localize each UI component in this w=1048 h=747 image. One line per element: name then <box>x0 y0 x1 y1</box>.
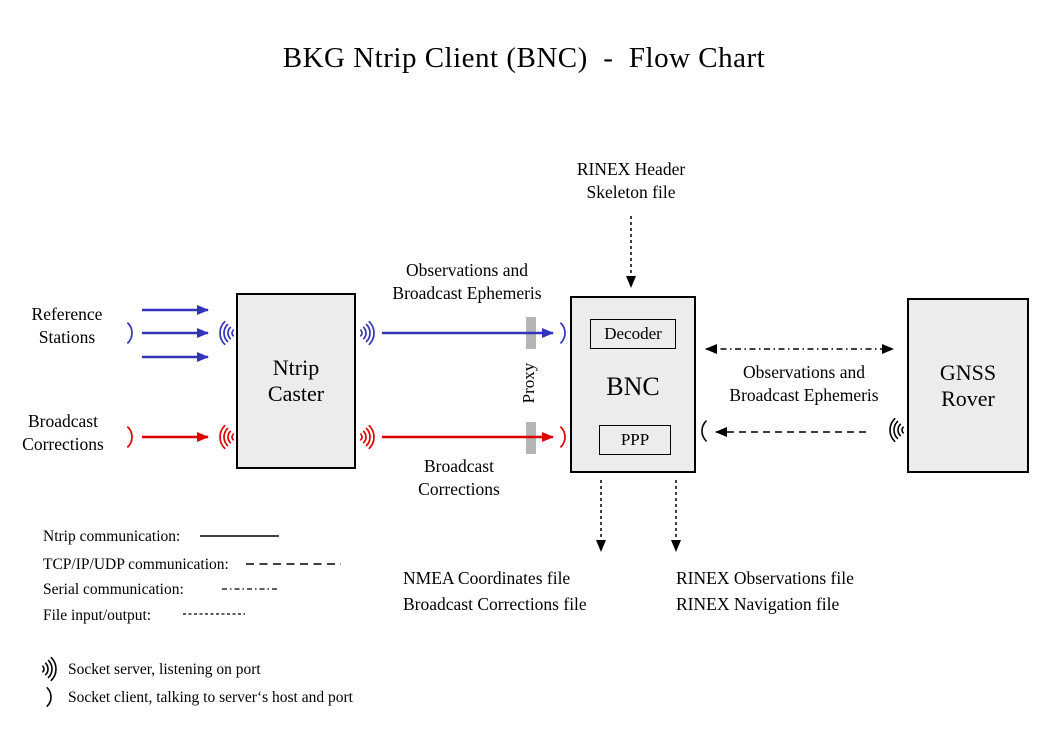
ntrip-caster-label: Ntrip Caster <box>267 355 325 406</box>
socket-server-icon-caster-right-blue <box>359 320 375 346</box>
socket-client-icon-refstations <box>127 322 133 344</box>
decoder-label: Decoder <box>604 324 662 343</box>
node-gnss-rover: GNSS Rover <box>907 298 1029 473</box>
label-rinex-header-skeleton: RINEX Header Skeleton file <box>576 159 686 202</box>
socket-client-icon-bnc-blue <box>560 322 566 344</box>
legend-item-tcp: TCP/IP/UDP communication: <box>43 556 229 573</box>
socket-client-icon-legend <box>46 687 52 707</box>
legend-item-serial: Serial communication: <box>43 581 184 598</box>
legend-item-ntrip: Ntrip communication: <box>43 528 181 545</box>
gnss-rover-label: GNSS Rover <box>939 359 997 411</box>
legend-socket-server: Socket server, listening on port <box>68 661 261 678</box>
socket-client-icon-bnc-red <box>560 426 566 448</box>
socket-server-icon-caster-right-red <box>359 424 375 450</box>
legend-socket-client: Socket client, talking to server‘s host … <box>68 689 353 706</box>
label-observations-right: Observations and Broadcast Ephemeris <box>729 362 879 405</box>
socket-server-icon-caster-left-red <box>219 424 235 450</box>
label-reference-stations: Reference Stations <box>31 304 103 347</box>
page-title: BKG Ntrip Client (BNC) - Flow Chart <box>282 42 766 74</box>
node-ppp: PPP <box>599 425 671 455</box>
label-broadcast-corrections-mid: Broadcast Corrections <box>418 456 500 499</box>
label-broadcast-corrections-left: Broadcast Corrections <box>22 411 104 454</box>
socket-client-icon-bnc-tcp <box>701 420 707 442</box>
label-observations-top: Observations and Broadcast Ephemeris <box>392 260 542 303</box>
ppp-label: PPP <box>620 430 650 449</box>
socket-client-icon-corrections <box>127 426 133 448</box>
label-rinex-output-files: RINEX Observations file RINEX Navigation… <box>676 568 854 614</box>
socket-server-icon-caster-left-blue <box>219 320 235 346</box>
legend-item-fileio: File input/output: <box>43 607 152 624</box>
label-nmea-output-files: NMEA Coordinates file Broadcast Correcti… <box>403 568 587 614</box>
node-ntrip-caster: Ntrip Caster <box>236 293 356 469</box>
node-bnc: Decoder BNC PPP <box>570 296 696 473</box>
node-decoder: Decoder <box>590 319 676 349</box>
bnc-label: BNC <box>606 372 660 401</box>
socket-server-icon-legend <box>42 656 57 682</box>
socket-server-icon-rover <box>889 417 904 443</box>
